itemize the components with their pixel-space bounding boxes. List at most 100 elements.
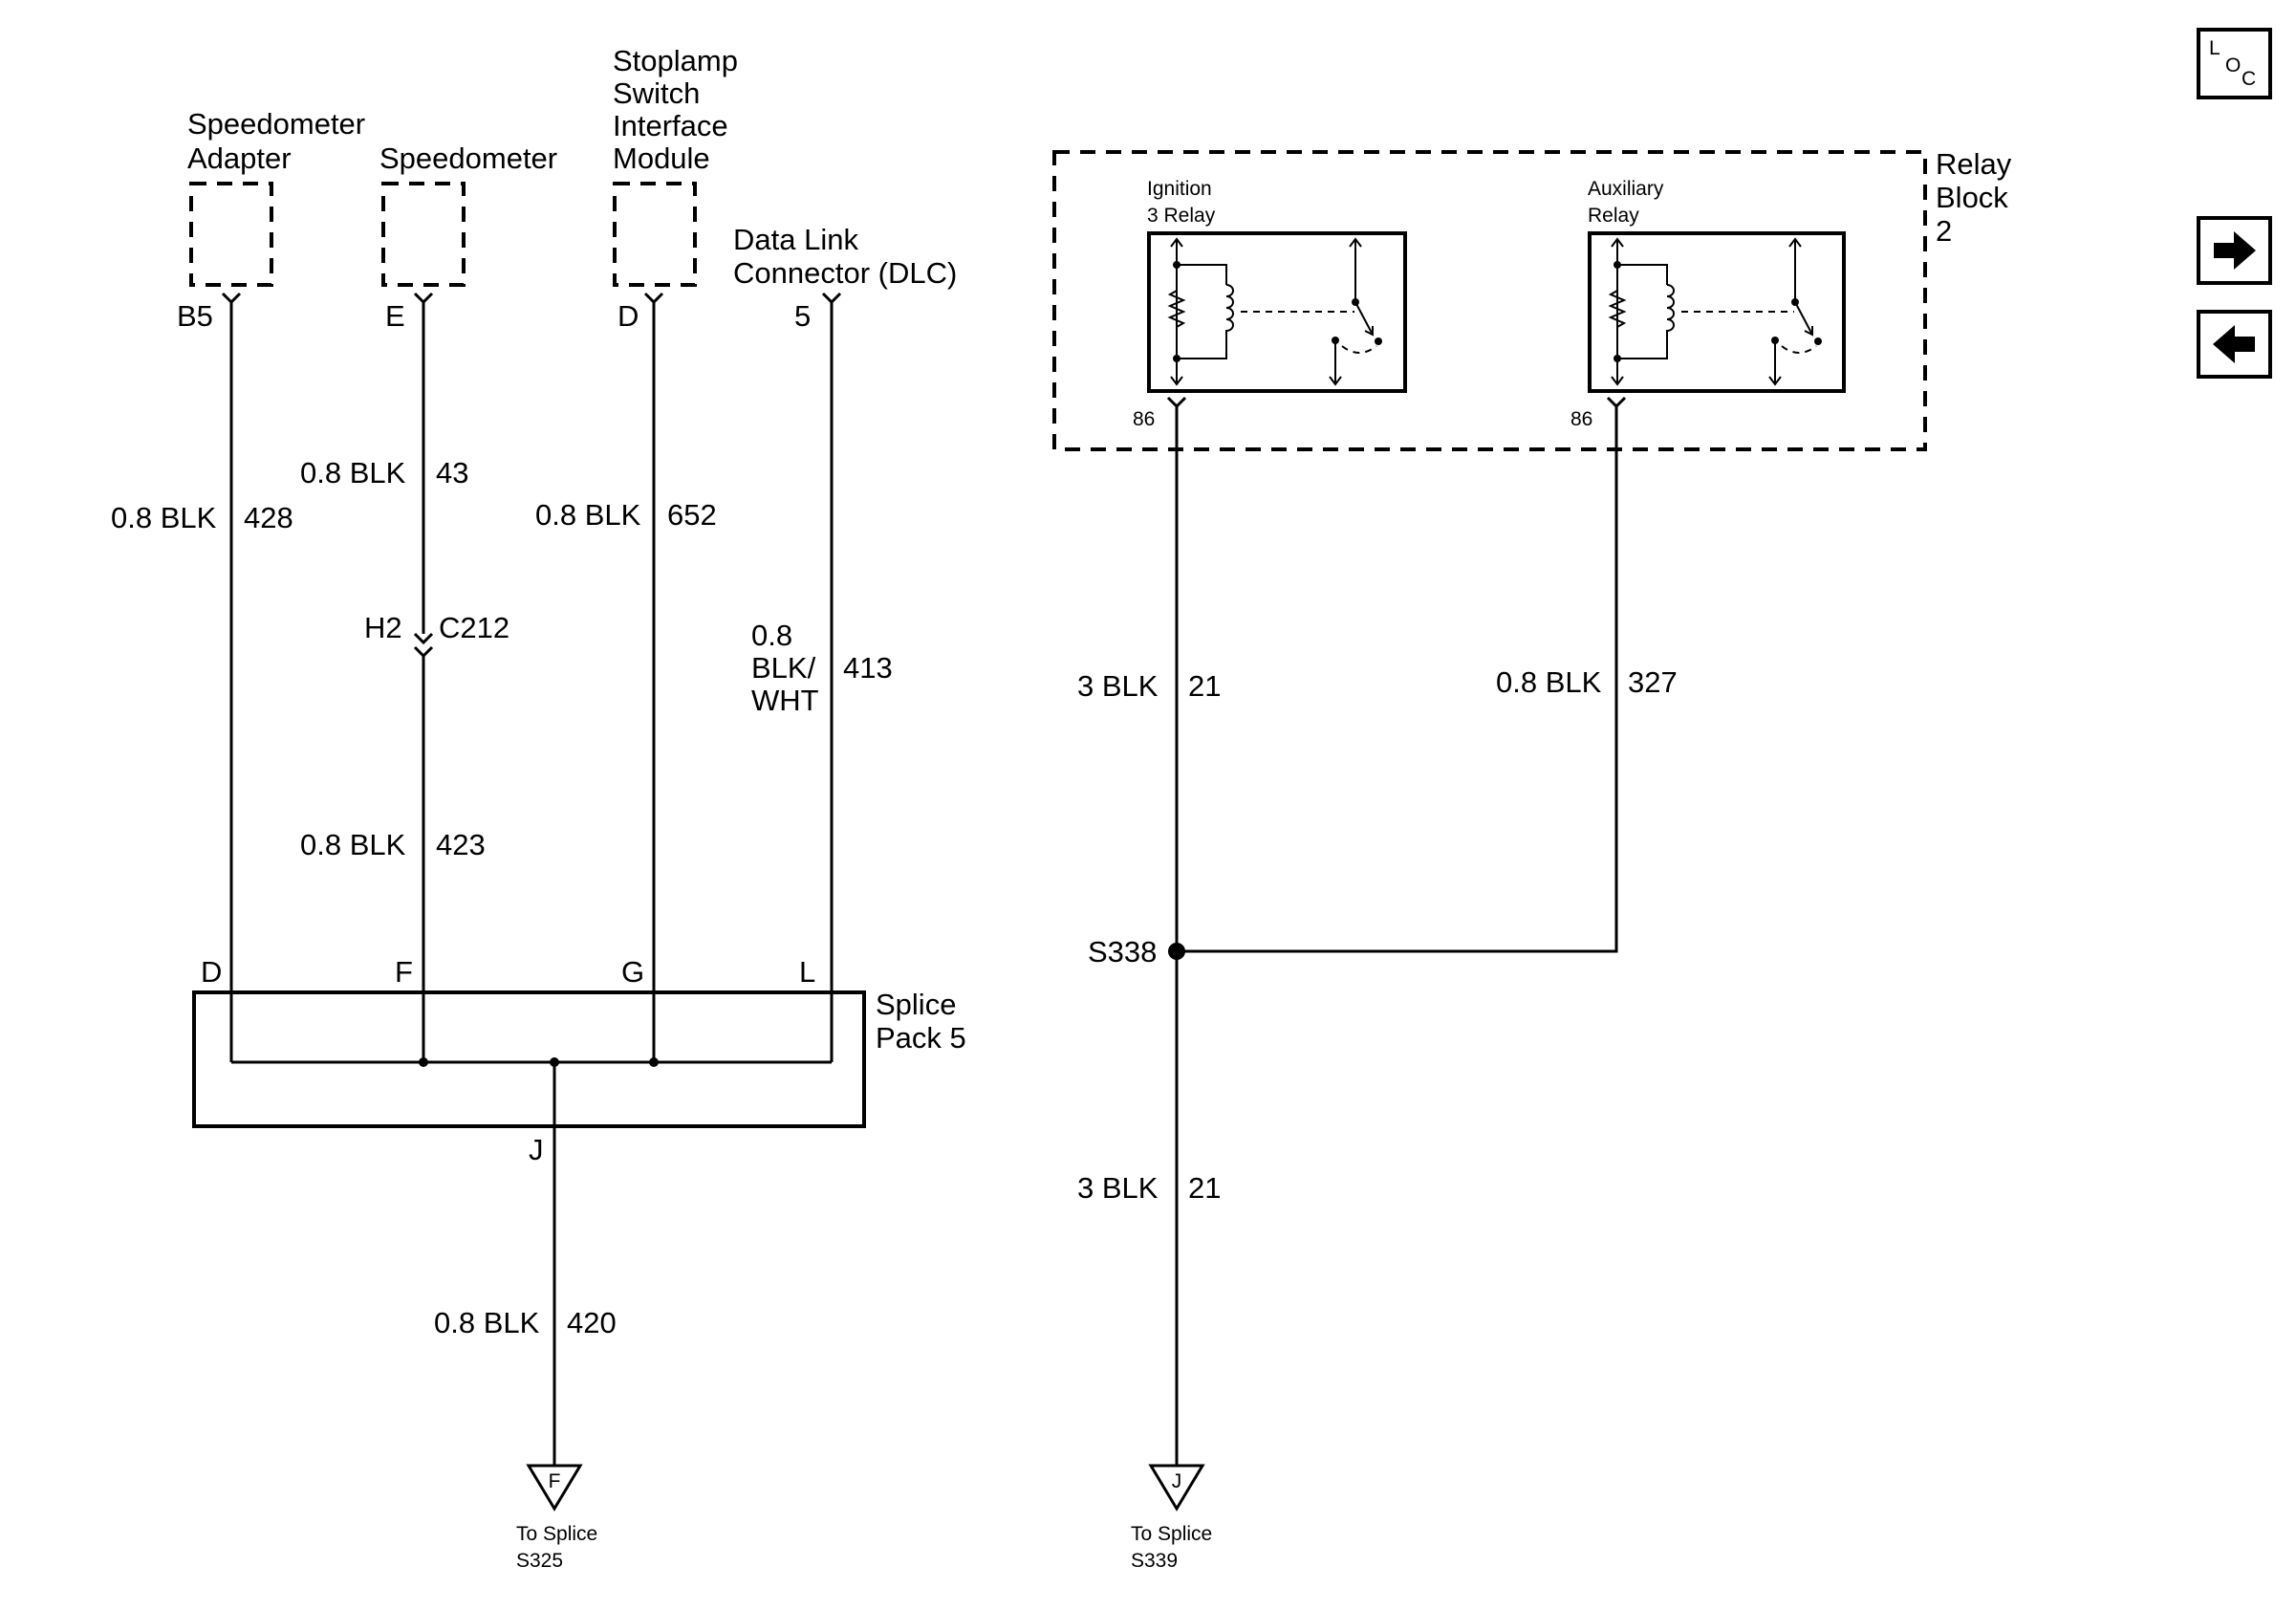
splice-pack-5: D F G L J Splice Pack 5 [192,955,966,1166]
wire-428-spec: 0.8 BLK [111,501,217,534]
ground-to-splice-s325: F To Splice S325 [516,1464,597,1572]
ground-f-triangle [526,1464,583,1512]
ground-f-label-1: To Splice [516,1523,597,1545]
data-link-connector: Data Link Connector (DLC) 5 [733,223,957,333]
wire-327-spec: 0.8 BLK [1496,665,1602,699]
wire-423: 0.8 BLK 423 [300,656,486,1062]
dlc-label-1: Data Link [733,223,858,256]
splice-pin-g: G [621,955,644,989]
location-button[interactable]: L O C [2197,28,2272,99]
speedometer: Speedometer E [379,141,557,333]
wire-420-spec: 0.8 BLK [434,1306,540,1339]
wire-652: 0.8 BLK 652 [535,302,717,1062]
splice-pin-f: F [395,955,413,989]
connector-c212: H2 C212 [364,611,509,659]
ground-j-label-1: To Splice [1131,1523,1212,1545]
splice-s338: S338 [1088,935,1185,968]
relay-block-label-1: Relay [1936,147,2012,181]
wire-21-upper: 3 BLK 21 [1077,406,1221,951]
loc-letter-c: C [2242,68,2256,90]
ground-f-letter: F [549,1470,561,1492]
speedometer-box [381,182,466,287]
stoplamp-module-label-3: Interface [613,109,728,142]
ground-to-splice-s339: J To Splice S339 [1131,1464,1212,1572]
dlc-label-2: Connector (DLC) [733,256,957,290]
wire-327: 0.8 BLK 327 [1177,406,1678,953]
stoplamp-module-box [613,182,697,287]
wire-652-spec: 0.8 BLK [535,498,641,532]
auxiliary-relay-label-2: Relay [1588,205,1639,227]
wire-428-circuit: 428 [244,501,293,534]
ignition-3-relay: Ignition 3 Relay 86 [1133,178,1407,430]
splice-pin-j: J [529,1133,544,1166]
speedometer-label: Speedometer [379,141,557,175]
stoplamp-switch-interface-module: Stoplamp Switch Interface Module D [613,44,738,333]
wire-43-circuit: 43 [436,456,468,490]
loc-letter-o: O [2225,54,2241,76]
ignition-relay-label-2: 3 Relay [1147,205,1216,227]
splice-pack-box [192,990,866,1128]
wire-21-lower: 3 BLK 21 [1077,951,1221,1466]
speedometer-adapter-label-2: Adapter [187,141,292,175]
connector-c212-pin: H2 [364,611,402,644]
stoplamp-module-pin: D [617,299,639,333]
dlc-terminal [821,292,842,305]
speedometer-adapter-terminal [221,292,242,305]
speedometer-adapter-label-1: Speedometer [187,107,365,141]
wire-21-lower-spec: 3 BLK [1077,1171,1159,1205]
stoplamp-module-label-4: Module [613,141,710,175]
wire-21-lower-circuit: 21 [1188,1171,1221,1205]
loc-letter-l: L [2209,37,2220,59]
previous-page-button[interactable] [2197,310,2272,379]
splice-pin-l: L [799,955,815,989]
stoplamp-module-terminal [643,292,664,305]
ground-f-label-2: S325 [516,1550,563,1572]
ground-j-label-2: S339 [1131,1550,1178,1572]
auxiliary-relay: Auxiliary Relay 86 [1570,178,1846,430]
wire-43-spec: 0.8 BLK [300,456,406,490]
stoplamp-module-label-2: Switch [613,76,700,110]
dlc-pin: 5 [794,299,811,333]
speedometer-terminal [413,292,434,305]
ignition-relay-label-1: Ignition [1147,178,1212,200]
splice-node-g [649,1057,659,1067]
wire-413-circuit: 413 [843,651,893,685]
ground-j-triangle [1148,1464,1205,1512]
wire-413-spec-3: WHT [751,684,819,717]
next-page-button[interactable] [2197,216,2272,285]
speedometer-pin: E [385,299,405,333]
speedometer-adapter: Speedometer Adapter B5 [177,107,365,333]
ignition-relay-pin: 86 [1133,408,1155,430]
wire-327-circuit: 327 [1628,665,1678,699]
auxiliary-relay-box [1588,231,1846,393]
wire-21-upper-circuit: 21 [1188,669,1221,703]
left-arrow-icon [2213,325,2255,363]
relay-block-2: Relay Block 2 [1052,147,2012,451]
wire-21-upper-spec: 3 BLK [1077,669,1159,703]
wire-428: 0.8 BLK 428 [111,302,293,1062]
splice-pack-label-2: Pack 5 [876,1021,966,1055]
relay-block-box [1052,150,1927,451]
wire-423-spec: 0.8 BLK [300,828,406,861]
wire-43: 0.8 BLK 43 [300,302,468,634]
wire-413-spec-2: BLK/ [751,651,816,685]
splice-pack-label-1: Splice [876,988,956,1021]
connector-c212-name: C212 [439,611,509,644]
ignition-relay-box [1147,231,1407,393]
ground-j-letter: J [1172,1470,1182,1492]
wire-420: 0.8 BLK 420 [434,1062,617,1466]
splice-node-f [419,1057,428,1067]
auxiliary-relay-pin: 86 [1570,408,1592,430]
wire-420-circuit: 420 [567,1306,617,1339]
splice-s338-label: S338 [1088,935,1157,968]
wire-652-circuit: 652 [667,498,717,532]
speedometer-adapter-pin: B5 [177,299,213,333]
relay-block-label-3: 2 [1936,214,1952,248]
splice-pin-d: D [201,955,222,989]
wire-413-spec-1: 0.8 [751,619,792,652]
wire-423-circuit: 423 [436,828,486,861]
stoplamp-module-label-1: Stoplamp [613,44,738,77]
speedometer-adapter-box [189,182,273,287]
relay-block-label-2: Block [1936,181,2008,214]
